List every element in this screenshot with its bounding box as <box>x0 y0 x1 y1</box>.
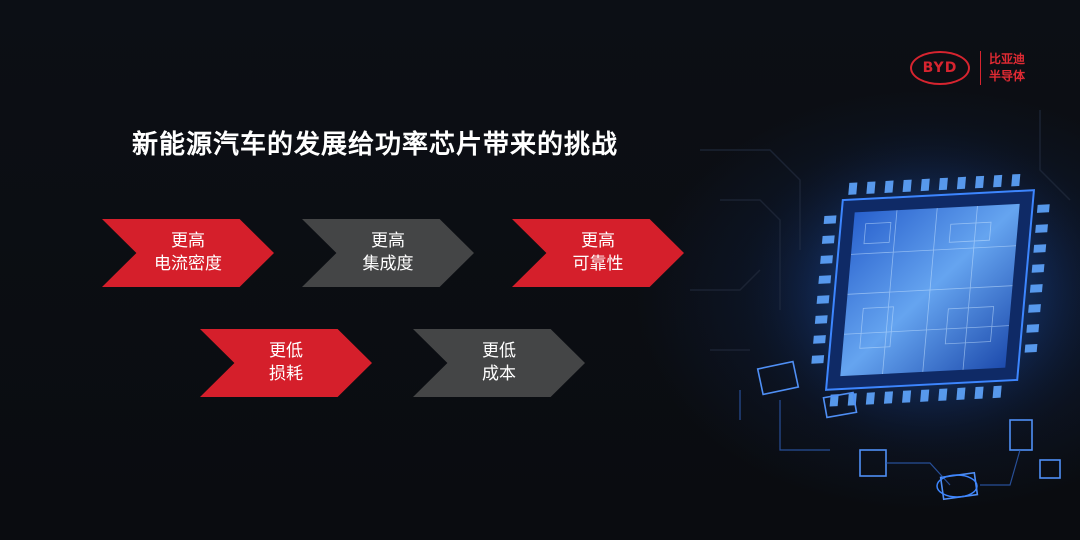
chevron-cost: 更低 成本 <box>413 329 585 397</box>
glowing-chip-illustration <box>690 110 1080 501</box>
chevron-label-bottom: 损耗 <box>269 364 303 384</box>
chevron-label-top: 更高 <box>581 231 615 251</box>
chevron-label-bottom: 电流密度 <box>154 254 222 274</box>
chevron-integration: 更高 集成度 <box>302 219 474 287</box>
chevron-label-top: 更高 <box>171 231 205 251</box>
chip-package <box>811 173 1050 407</box>
byd-small-badge-icon <box>936 474 978 498</box>
chevron-label-bottom: 可靠性 <box>572 254 624 274</box>
chevron-label-top: 更高 <box>371 231 405 251</box>
byd-semiconductor-logo: BYD 比亚迪 半导体 <box>910 50 1025 86</box>
logo-text-line2: 半导体 <box>989 69 1026 83</box>
chevron-label-top: 更低 <box>269 341 303 361</box>
chevron-current-density: 更高 电流密度 <box>102 219 274 287</box>
logo-text: 比亚迪 半导体 <box>989 51 1025 85</box>
logo-text-line1: 比亚迪 <box>989 52 1026 66</box>
chevron-label-top: 更低 <box>482 341 516 361</box>
logo-divider <box>980 51 981 85</box>
slide-title: 新能源汽车的发展给功率芯片带来的挑战 <box>132 130 619 160</box>
chevron-label-bottom: 成本 <box>482 364 516 384</box>
chevron-reliability: 更高 可靠性 <box>512 219 684 287</box>
byd-badge-icon: BYD <box>910 51 970 85</box>
chevron-label-bottom: 集成度 <box>362 254 414 274</box>
chevron-loss: 更低 损耗 <box>200 329 372 397</box>
